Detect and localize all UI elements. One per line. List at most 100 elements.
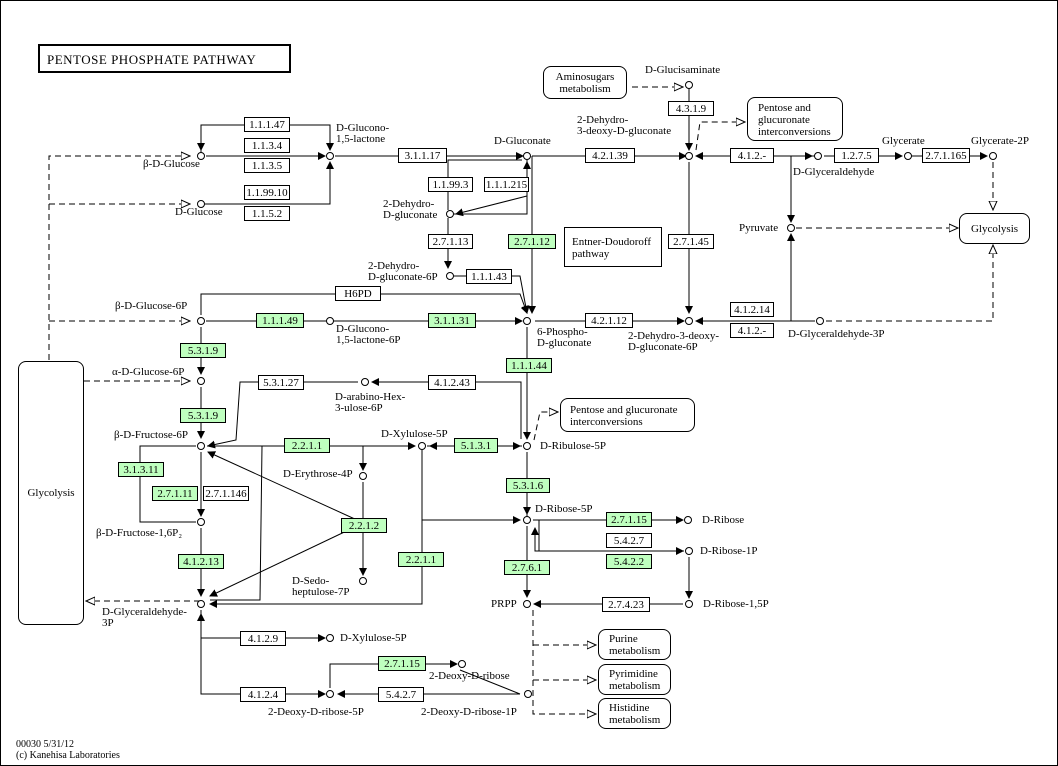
purine-map[interactable]: Purine metabolism <box>598 629 671 660</box>
compound-node-arabinohex[interactable] <box>361 378 369 386</box>
compound-node-dglucose[interactable] <box>197 200 205 208</box>
compound-label-line: 2-Dehydro- <box>383 198 435 210</box>
compound-label-line: 2-Dehydro- <box>577 114 629 126</box>
enzyme-box-2.7.1.12[interactable]: 2.7.1.12 <box>508 234 556 249</box>
pentose-top-label-1: Pentose and <box>758 102 811 114</box>
compound-node-kdpg[interactable] <box>685 317 693 325</box>
enzyme-box-1.1.1.215[interactable]: 1.1.1.215 <box>484 177 529 192</box>
pyrimidine-map[interactable]: Pyrimidine metabolism <box>598 664 671 695</box>
enzyme-box-4.1.2.-[interactable]: 4.1.2.- <box>730 148 774 163</box>
compound-node-glyceraldehyde3p_r[interactable] <box>816 317 824 325</box>
compound-node-adglucose6p[interactable] <box>197 377 205 385</box>
enzyme-box-5.3.1.9[interactable]: 5.3.1.9 <box>180 408 226 423</box>
compound-node-deoxyribose1p[interactable] <box>524 690 532 698</box>
enzyme-box-2.7.1.146[interactable]: 2.7.1.146 <box>203 486 249 501</box>
compound-node-fructose16p[interactable] <box>197 518 205 526</box>
enzyme-box-4.1.2.9[interactable]: 4.1.2.9 <box>240 631 286 646</box>
enzyme-box-2.7.1.15[interactable]: 2.7.1.15 <box>378 656 426 671</box>
compound-node-glycerate2p[interactable] <box>989 152 997 160</box>
enzyme-box-4.1.2.-[interactable]: 4.1.2.- <box>730 323 774 338</box>
enzyme-box-4.3.1.9[interactable]: 4.3.1.9 <box>668 101 714 116</box>
histidine-label-1: Histidine <box>609 702 650 714</box>
compound-node-dgluconate[interactable] <box>523 152 531 160</box>
enzyme-box-4.2.1.12[interactable]: 4.2.1.12 <box>585 313 633 328</box>
compound-node-deoxyribose5p[interactable] <box>326 690 334 698</box>
enzyme-box-2.7.1.45[interactable]: 2.7.1.45 <box>668 234 714 249</box>
pentose-glucuronate-map-mid[interactable]: Pentose and glucuronate interconversions <box>560 398 695 432</box>
compound-node-xylulose5p_b[interactable] <box>326 634 334 642</box>
entner-doudoroff-map[interactable]: Entner-Doudoroff pathway <box>564 227 662 267</box>
enzyme-box-2.2.1.2[interactable]: 2.2.1.2 <box>341 518 387 533</box>
compound-node-phosphogluconate[interactable] <box>523 317 531 325</box>
enzyme-box-1.1.1.49[interactable]: 1.1.1.49 <box>256 313 304 328</box>
enzyme-box-5.3.1.9[interactable]: 5.3.1.9 <box>180 343 226 358</box>
compound-label-kdpg: 2-Dehydro-3-deoxy-D-gluconate-6P <box>628 331 719 353</box>
compound-node-gluconolactone6p[interactable] <box>326 317 334 325</box>
footer-line-1: 00030 5/31/12 <box>16 739 75 750</box>
enzyme-box-1.1.99.10[interactable]: 1.1.99.10 <box>244 185 290 200</box>
compound-label-line: D-Gluconate <box>494 135 551 147</box>
enzyme-box-3.1.3.11[interactable]: 3.1.3.11 <box>118 462 164 477</box>
compound-label-line: D-Sedo- <box>292 575 330 587</box>
compound-node-sedoheptulose[interactable] <box>359 577 367 585</box>
enzyme-box-2.2.1.1[interactable]: 2.2.1.1 <box>398 552 444 567</box>
enzyme-box-H6PD[interactable]: H6PD <box>335 286 381 301</box>
compound-node-bdglucose6p[interactable] <box>197 317 205 325</box>
compound-node-bdfructose6p[interactable] <box>197 442 205 450</box>
aminosugars-map[interactable]: Aminosugars metabolism <box>543 66 627 99</box>
glycolysis-map-left[interactable]: Glycolysis <box>18 361 84 625</box>
compound-node-ribose1p[interactable] <box>685 547 693 555</box>
compound-node-dehydrogluconate6p[interactable] <box>446 272 454 280</box>
compound-node-pyruvate[interactable] <box>787 224 795 232</box>
enzyme-box-5.1.3.1[interactable]: 5.1.3.1 <box>454 438 498 453</box>
compound-node-gap[interactable] <box>197 600 205 608</box>
enzyme-box-2.7.1.13[interactable]: 2.7.1.13 <box>428 234 473 249</box>
enzyme-box-4.1.2.14[interactable]: 4.1.2.14 <box>730 302 774 317</box>
enzyme-box-2.7.1.165[interactable]: 2.7.1.165 <box>922 148 970 163</box>
enzyme-box-1.1.3.4[interactable]: 1.1.3.4 <box>244 138 290 153</box>
enzyme-box-1.1.99.3[interactable]: 1.1.99.3 <box>428 177 473 192</box>
enzyme-box-2.7.1.11[interactable]: 2.7.1.11 <box>152 486 198 501</box>
enzyme-box-1.2.7.5[interactable]: 1.2.7.5 <box>834 148 879 163</box>
enzyme-box-5.4.2.7[interactable]: 5.4.2.7 <box>378 687 424 702</box>
compound-label-line: D-Ribose-5P <box>535 503 593 515</box>
enzyme-box-2.2.1.1[interactable]: 2.2.1.1 <box>284 438 330 453</box>
histidine-map[interactable]: Histidine metabolism <box>598 698 671 729</box>
compound-node-deoxyribose[interactable] <box>458 660 466 668</box>
enzyme-box-4.2.1.39[interactable]: 4.2.1.39 <box>585 148 635 163</box>
enzyme-box-3.1.1.17[interactable]: 3.1.1.17 <box>398 148 447 163</box>
enzyme-box-1.1.5.2[interactable]: 1.1.5.2 <box>244 206 290 221</box>
compound-node-ribose15p[interactable] <box>685 600 693 608</box>
enzyme-box-1.1.3.5[interactable]: 1.1.3.5 <box>244 158 290 173</box>
enzyme-box-1.1.1.44[interactable]: 1.1.1.44 <box>506 358 552 373</box>
enzyme-box-4.1.2.43[interactable]: 4.1.2.43 <box>428 375 476 390</box>
enzyme-box-1.1.1.47[interactable]: 1.1.1.47 <box>244 117 290 132</box>
enzyme-box-2.7.4.23[interactable]: 2.7.4.23 <box>602 597 650 612</box>
compound-node-ribulose5p[interactable] <box>523 442 531 450</box>
enzyme-box-3.1.1.31[interactable]: 3.1.1.31 <box>428 313 476 328</box>
compound-node-prpp[interactable] <box>523 600 531 608</box>
glycolysis-map-right[interactable]: Glycolysis <box>959 213 1030 244</box>
enzyme-box-2.7.1.15[interactable]: 2.7.1.15 <box>606 512 652 527</box>
compound-label-prpp: PRPP <box>491 599 517 610</box>
compound-node-gluconolactone[interactable] <box>326 152 334 160</box>
compound-node-ketodeoxygluconate[interactable] <box>685 152 693 160</box>
enzyme-box-5.4.2.7[interactable]: 5.4.2.7 <box>606 533 652 548</box>
compound-node-glucisaminate[interactable] <box>685 81 693 89</box>
compound-node-glyceraldehyde[interactable] <box>814 152 822 160</box>
enzyme-box-5.4.2.2[interactable]: 5.4.2.2 <box>606 554 652 569</box>
enzyme-box-5.3.1.6[interactable]: 5.3.1.6 <box>506 478 550 493</box>
enzyme-box-1.1.1.43[interactable]: 1.1.1.43 <box>466 269 512 284</box>
pentose-glucuronate-map-top[interactable]: Pentose and glucuronate interconversions <box>747 97 843 141</box>
enzyme-box-2.7.6.1[interactable]: 2.7.6.1 <box>504 560 550 575</box>
compound-node-erythrose4p[interactable] <box>359 472 367 480</box>
compound-node-dehydrogluconate[interactable] <box>446 210 454 218</box>
compound-node-xylulose5p[interactable] <box>418 442 426 450</box>
compound-node-glycerate[interactable] <box>904 152 912 160</box>
compound-node-bdglucose[interactable] <box>197 152 205 160</box>
enzyme-box-5.3.1.27[interactable]: 5.3.1.27 <box>258 375 304 390</box>
enzyme-box-4.1.2.4[interactable]: 4.1.2.4 <box>240 687 286 702</box>
compound-node-ribose5p[interactable] <box>523 516 531 524</box>
enzyme-box-4.1.2.13[interactable]: 4.1.2.13 <box>178 554 224 569</box>
compound-node-ribose[interactable] <box>684 516 692 524</box>
